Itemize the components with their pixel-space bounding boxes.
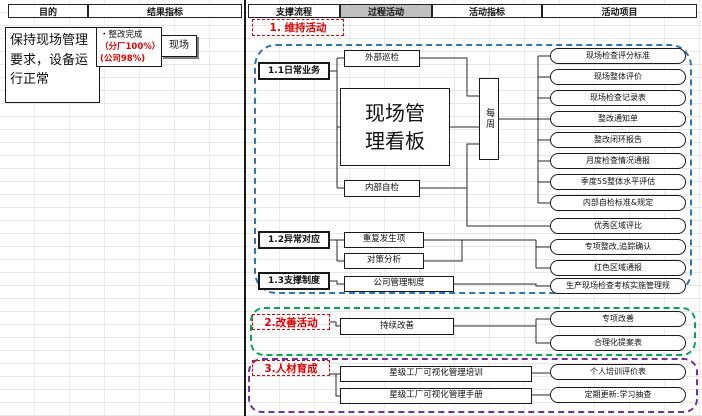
site-management-kanban-box: 现场管理看板 <box>340 88 450 166</box>
header-result-indicator: 结果指标 <box>88 4 242 18</box>
project-item: 内部自检标准&规定 <box>550 195 686 211</box>
continuous-improvement-box: 持续改善 <box>340 318 454 335</box>
manual-box: 星级工厂可视化管理手册 <box>340 388 532 404</box>
project-item: 生产现场检查考核实施管理规 <box>550 278 686 294</box>
header-activity-project: 活动项目 <box>542 4 697 18</box>
section-label-talent: 3.人材育成 <box>252 360 330 376</box>
project-item: 定期更新:学习抽查 <box>550 387 686 403</box>
project-item: 现场整体评价 <box>550 69 686 85</box>
column-divider <box>244 0 246 416</box>
company-rules-box: 公司管理制度 <box>344 276 454 292</box>
project-item: 现场检查评分标准 <box>550 48 686 64</box>
result-line-3: (公司98%) <box>100 53 146 64</box>
header-support-process: 支撑流程 <box>248 4 340 18</box>
project-item: 现场检查记录表 <box>550 90 686 106</box>
header-activity-indicator: 活动指标 <box>432 4 542 18</box>
result-line-1: ・整改完成 <box>100 30 143 40</box>
project-item: 合理化提案表 <box>550 335 686 351</box>
project-item: 优秀区域评比 <box>550 218 686 234</box>
purpose-box: 保持现场管理要求，设备运行正常 <box>5 27 100 103</box>
project-item: 整改闭环报告 <box>550 132 686 148</box>
project-item: 红色区域通报 <box>550 260 686 276</box>
header-process-activity: 过程活动 <box>340 4 432 18</box>
support-system-box: 1.3支撑制度 <box>258 272 330 290</box>
abnormal-response-box: 1.2异常对应 <box>258 231 330 249</box>
header-purpose: 目的 <box>8 4 88 18</box>
project-item: 个人培训评价表 <box>550 364 686 380</box>
weekly-box: 每周 <box>479 78 499 160</box>
result-indicator-box: ・整改完成 （分厂100%） (公司98%) <box>96 27 162 67</box>
external-patrol-box: 外部巡检 <box>344 50 420 67</box>
section-label-maintain: 1. 维持活动 <box>252 19 344 36</box>
project-item: 月度检查情况通报 <box>550 153 686 169</box>
section-label-improve: 2.改善活动 <box>252 314 330 330</box>
internal-selfcheck-box: 内部自检 <box>344 180 420 197</box>
daily-business-box: 1.1日常业务 <box>258 62 330 80</box>
repeat-items-box: 重复发生项 <box>344 232 424 248</box>
project-item: 专项改善 <box>550 311 686 327</box>
result-line-2: （分厂100%） <box>100 41 161 52</box>
training-box: 星级工厂可视化管理培训 <box>340 366 532 382</box>
site-label-box: 现场 <box>161 35 197 57</box>
project-item: 专项整改,追踪确认 <box>550 239 686 255</box>
countermeasure-box: 对策分析 <box>344 253 424 269</box>
project-item: 整改通知单 <box>550 111 686 127</box>
project-item: 季度5S整体水平评估 <box>550 174 686 190</box>
